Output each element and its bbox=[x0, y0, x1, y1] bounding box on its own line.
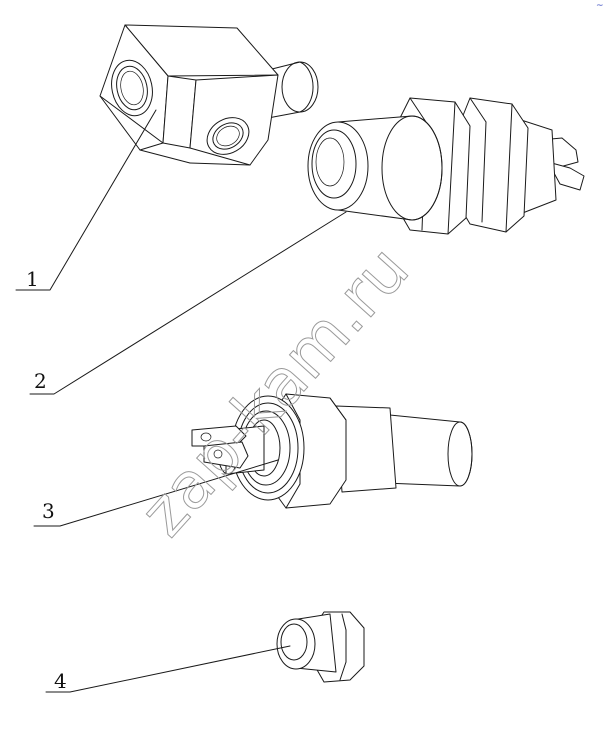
part-1-block-fitting bbox=[99, 24, 319, 166]
part-2-sensor bbox=[307, 97, 585, 235]
corner-mark: ~ bbox=[596, 1, 604, 11]
watermark: zap-kam.ru bbox=[127, 233, 424, 551]
leader-line-4 bbox=[45, 645, 291, 693]
leader-line-2 bbox=[29, 211, 347, 395]
leader-line-3 bbox=[33, 459, 279, 527]
part-number-3: 3 bbox=[42, 499, 55, 523]
leader-lines bbox=[15, 109, 347, 693]
part-3-temperature-sensor bbox=[191, 393, 473, 509]
leader-line-1 bbox=[15, 109, 157, 291]
part-number-4: 4 bbox=[54, 669, 67, 693]
part-number-2: 2 bbox=[34, 369, 47, 393]
part-4-adaptor-nut bbox=[276, 611, 365, 683]
part-number-1: 1 bbox=[26, 267, 39, 291]
